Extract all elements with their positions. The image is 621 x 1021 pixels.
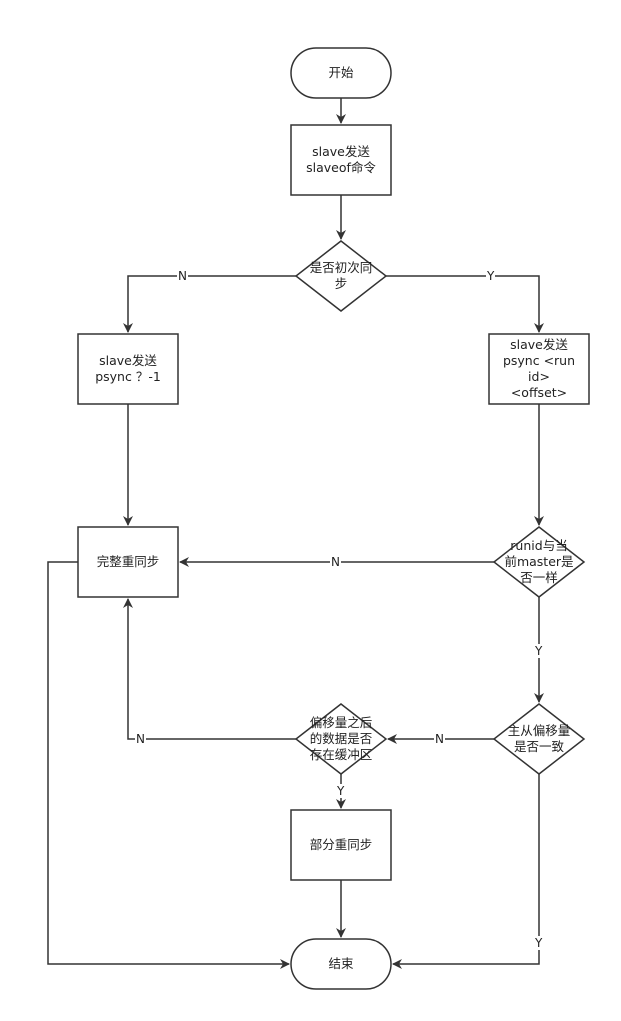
send-psync-run-label: slave发送 psync <run id> <offset> xyxy=(502,337,576,400)
offset-no-label: N xyxy=(434,732,445,746)
partial-resync-box xyxy=(290,809,392,881)
is-first-sync-label: 是否初次同 步 xyxy=(309,260,373,291)
edge-buffer-no xyxy=(123,598,296,740)
offset-match-label: 主从偏移量 是否一致 xyxy=(507,723,571,754)
send-psync-run-box xyxy=(488,333,590,405)
runid-match-label: runid与当 前master是 否一样 xyxy=(504,538,574,585)
runid-yes-label: Y xyxy=(534,644,544,658)
send-psync-first-box xyxy=(77,333,179,405)
buffer-check-label: 偏移量之后 的数据是否 存在缓冲区 xyxy=(309,715,373,762)
is-first-sync-decision xyxy=(294,240,388,312)
first-sync-no-label: N xyxy=(177,269,188,283)
buffer-yes-label: Y xyxy=(336,784,346,798)
buffer-no-label: N xyxy=(135,732,146,746)
end-label: 结束 xyxy=(328,956,354,971)
edge-first-sync-yes xyxy=(386,275,544,333)
edge-first-sync-no xyxy=(123,275,296,333)
send-psync-first-label: slave发送 psync ？-1 xyxy=(95,353,161,384)
offset-yes-label: Y xyxy=(534,936,544,950)
runid-no-label: N xyxy=(330,555,341,569)
edge-offset-yes xyxy=(392,774,540,969)
send-slaveof-label: slave发送 slaveof命令 xyxy=(306,144,376,175)
edge-full-to-end xyxy=(47,561,290,969)
start-label: 开始 xyxy=(328,65,354,80)
end-terminal xyxy=(290,938,392,990)
send-slaveof-box xyxy=(290,124,392,196)
full-resync-label: 完整重同步 xyxy=(96,554,160,569)
first-sync-yes-label: Y xyxy=(486,269,496,283)
partial-resync-label: 部分重同步 xyxy=(309,837,373,852)
